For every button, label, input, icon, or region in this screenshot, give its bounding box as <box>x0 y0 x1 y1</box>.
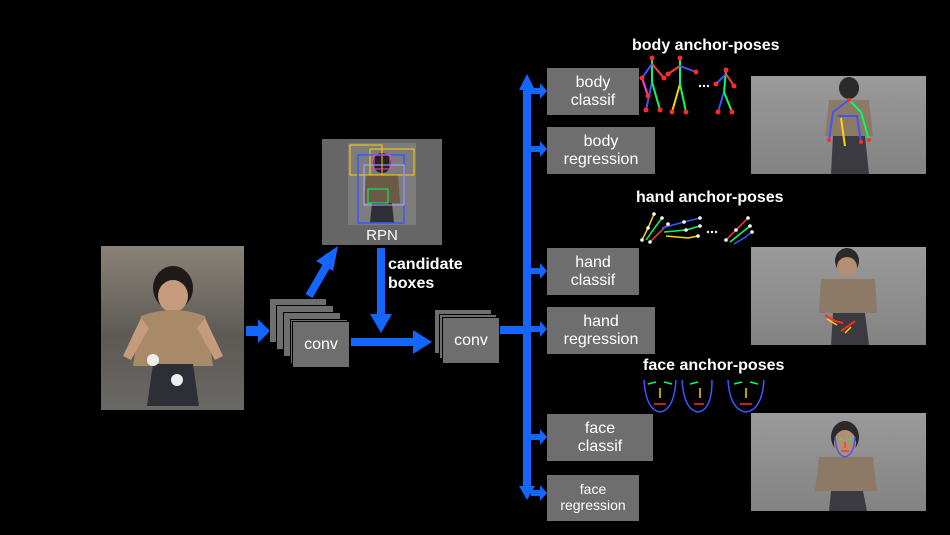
hand-regression-box: hand regression <box>547 307 655 354</box>
conv-right-box: conv <box>442 317 500 364</box>
rpn-label: RPN <box>366 227 398 244</box>
trunk-bottom-arrowhead <box>519 486 535 500</box>
hand-classif-label: hand classif <box>570 253 616 289</box>
candidate-boxes-label: candidate boxes <box>388 256 463 293</box>
hand-regression-label: hand regression <box>563 312 639 348</box>
hand-classif-box: hand classif <box>547 248 639 295</box>
branch-arrows <box>531 83 547 501</box>
conv-left-label: conv <box>304 335 338 353</box>
input-to-conv-arrow <box>246 319 270 343</box>
face-regression-box: face regression <box>547 475 639 521</box>
trunk-top-arrowhead <box>519 74 535 90</box>
hand-anchor-poses-title: hand anchor-poses <box>636 189 784 206</box>
conv-to-trunk-line <box>499 326 527 334</box>
body-classif-label: body classif <box>570 73 616 109</box>
body-classif-box: body classif <box>547 68 639 115</box>
face-result-image <box>751 413 926 511</box>
face-classif-box: face classif <box>547 414 653 461</box>
body-regression-label: body regression <box>563 132 639 168</box>
body-regression-box: body regression <box>547 127 655 174</box>
body-result-image <box>751 76 926 174</box>
face-classif-label: face classif <box>577 419 623 455</box>
rpn-box: RPN <box>322 139 442 245</box>
body-anchor-poses-title: body anchor-poses <box>632 37 780 54</box>
hand-result-image <box>751 247 926 345</box>
branch-trunk <box>523 88 531 488</box>
input-image <box>101 246 244 410</box>
face-regression-label: face regression <box>560 481 626 513</box>
conv-right-label: conv <box>454 331 488 349</box>
conv-left-box: conv <box>292 321 350 368</box>
rpn-to-conv-arrow <box>370 248 392 333</box>
conv-to-rpn-arrow <box>305 246 338 299</box>
conv-to-conv-arrow <box>351 330 432 354</box>
face-anchor-poses-title: face anchor-poses <box>643 357 785 374</box>
